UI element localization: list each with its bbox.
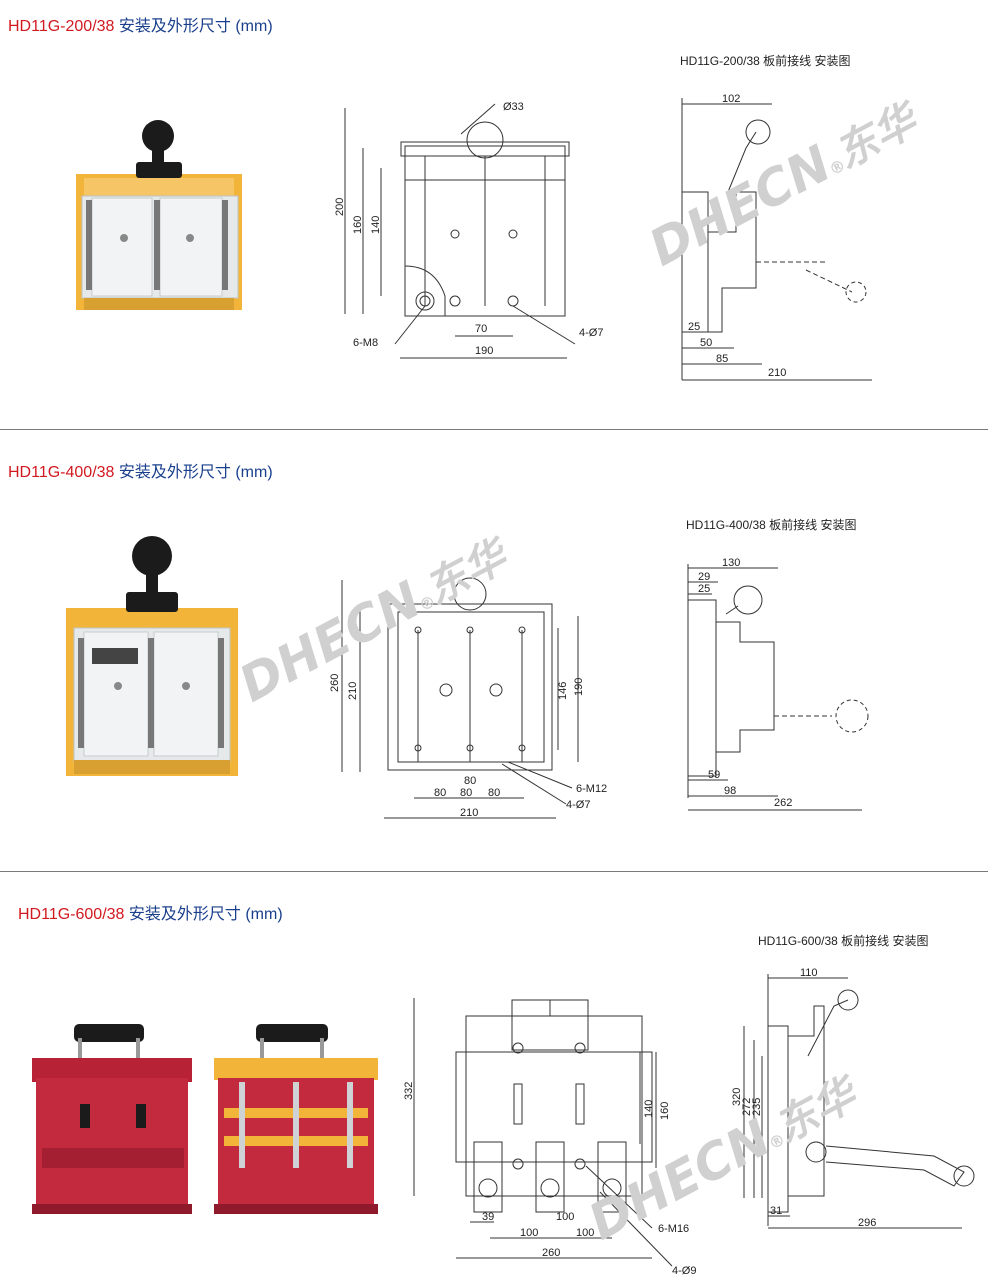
product-photo-600-front [32,1024,192,1214]
dim-label: 85 [716,353,728,365]
model-name: HD11G-600/38 [18,906,125,923]
watermark: DHECN ® 东华 [640,93,929,277]
dim-label: 190 [573,678,585,696]
product-photo-400 [66,536,238,776]
dim-label: 130 [722,557,740,569]
front-view-drawing-600: 332 140 160 39 100 100 100 6-M16 260 4-Ø… [403,998,696,1277]
dim-label: 210 [768,367,786,379]
dim-label: 6-M12 [576,783,607,795]
section-title-600: HD11G-600/38 安装及外形尺寸 (mm) [18,900,283,924]
side-view-drawing-200: 102 25 50 85 210 [681,93,872,381]
watermark: DHECN ® 东华 [230,529,519,713]
dim-label: 31 [770,1205,782,1217]
title-suffix: 安装及外形尺寸 (mm) [124,906,283,923]
dim-label: 70 [475,323,487,335]
dim-label: 140 [643,1100,655,1118]
dim-label: 210 [347,682,359,700]
dim-label: Ø33 [503,101,524,113]
dim-label: 4-Ø9 [672,1265,696,1277]
dim-label: 29 [698,571,710,583]
dim-label: 160 [659,1102,671,1120]
dim-label: 140 [370,216,382,234]
dim-label: 102 [722,93,740,105]
dim-label: 296 [858,1217,876,1229]
watermark-cn: 东华 [827,93,929,178]
dim-label: 100 [556,1211,574,1223]
dim-label: 4-Ø7 [566,799,590,811]
dim-label: 6-M16 [658,1223,689,1235]
dim-label: 235 [751,1098,763,1116]
watermark-cn: 东华 [417,529,519,614]
dim-label: 146 [557,682,569,700]
dim-label: 98 [724,785,736,797]
watermark-reg: ® [765,1129,788,1153]
dim-label: 190 [475,345,493,357]
title-suffix: 安装及外形尺寸 (mm) [114,18,273,35]
title-suffix: 安装及外形尺寸 (mm) [114,464,273,481]
watermark-cn: 东华 [767,1067,869,1152]
product-photo-600-open [214,1024,378,1214]
dim-label: 262 [774,797,792,809]
dim-label: 320 [731,1088,743,1106]
dim-label: 6-M8 [353,337,378,349]
model-name: HD11G-200/38 [8,18,115,35]
dim-label: 25 [688,321,700,333]
dim-label: 80 [488,787,500,799]
dim-label: 59 [708,769,720,781]
dim-label: 210 [460,807,478,819]
drawing-caption-600: HD11G-600/38 板前接线 安装图 [758,934,929,948]
dim-label: 4-Ø7 [579,327,603,339]
dim-label: 80 [434,787,446,799]
front-view-drawing-400: 260 210 146 190 80 80 80 80 6-M12 4-Ø7 2… [329,577,607,819]
section-divider [0,871,988,872]
section-title-400: HD11G-400/38 安装及外形尺寸 (mm) [8,458,273,482]
dim-label: 80 [464,775,476,787]
dim-label: 25 [698,583,710,595]
watermark: DHECN ® 东华 [580,1067,869,1251]
side-view-drawing-600: 110 320 272 235 31 296 [729,967,975,1229]
dim-label: 272 [741,1098,753,1116]
dim-label: 110 [800,967,818,979]
dim-label: 200 [334,198,346,216]
watermark-reg: ® [826,155,849,179]
dim-label: 50 [700,337,712,349]
dim-label: 39 [482,1211,494,1223]
drawing-caption-400: HD11G-400/38 板前接线 安装图 [686,518,857,532]
front-view-drawing-200: Ø33 200 160 140 6-M8 70 4-Ø7 190 [334,101,603,359]
dim-label: 100 [576,1227,594,1239]
dim-label: 260 [542,1247,560,1259]
drawing-caption-200: HD11G-200/38 板前接线 安装图 [680,54,851,68]
dim-label: 100 [520,1227,538,1239]
dim-label: 260 [329,674,341,692]
model-name: HD11G-400/38 [8,464,115,481]
watermark-reg: ® [416,591,439,615]
dim-label: 80 [460,787,472,799]
side-view-drawing-400: 130 29 25 59 98 262 [687,557,869,811]
dim-label: 332 [403,1082,415,1100]
section-divider [0,429,988,430]
product-photo-200 [76,120,242,310]
dim-label: 160 [352,216,364,234]
section-title-200: HD11G-200/38 安装及外形尺寸 (mm) [8,12,273,36]
